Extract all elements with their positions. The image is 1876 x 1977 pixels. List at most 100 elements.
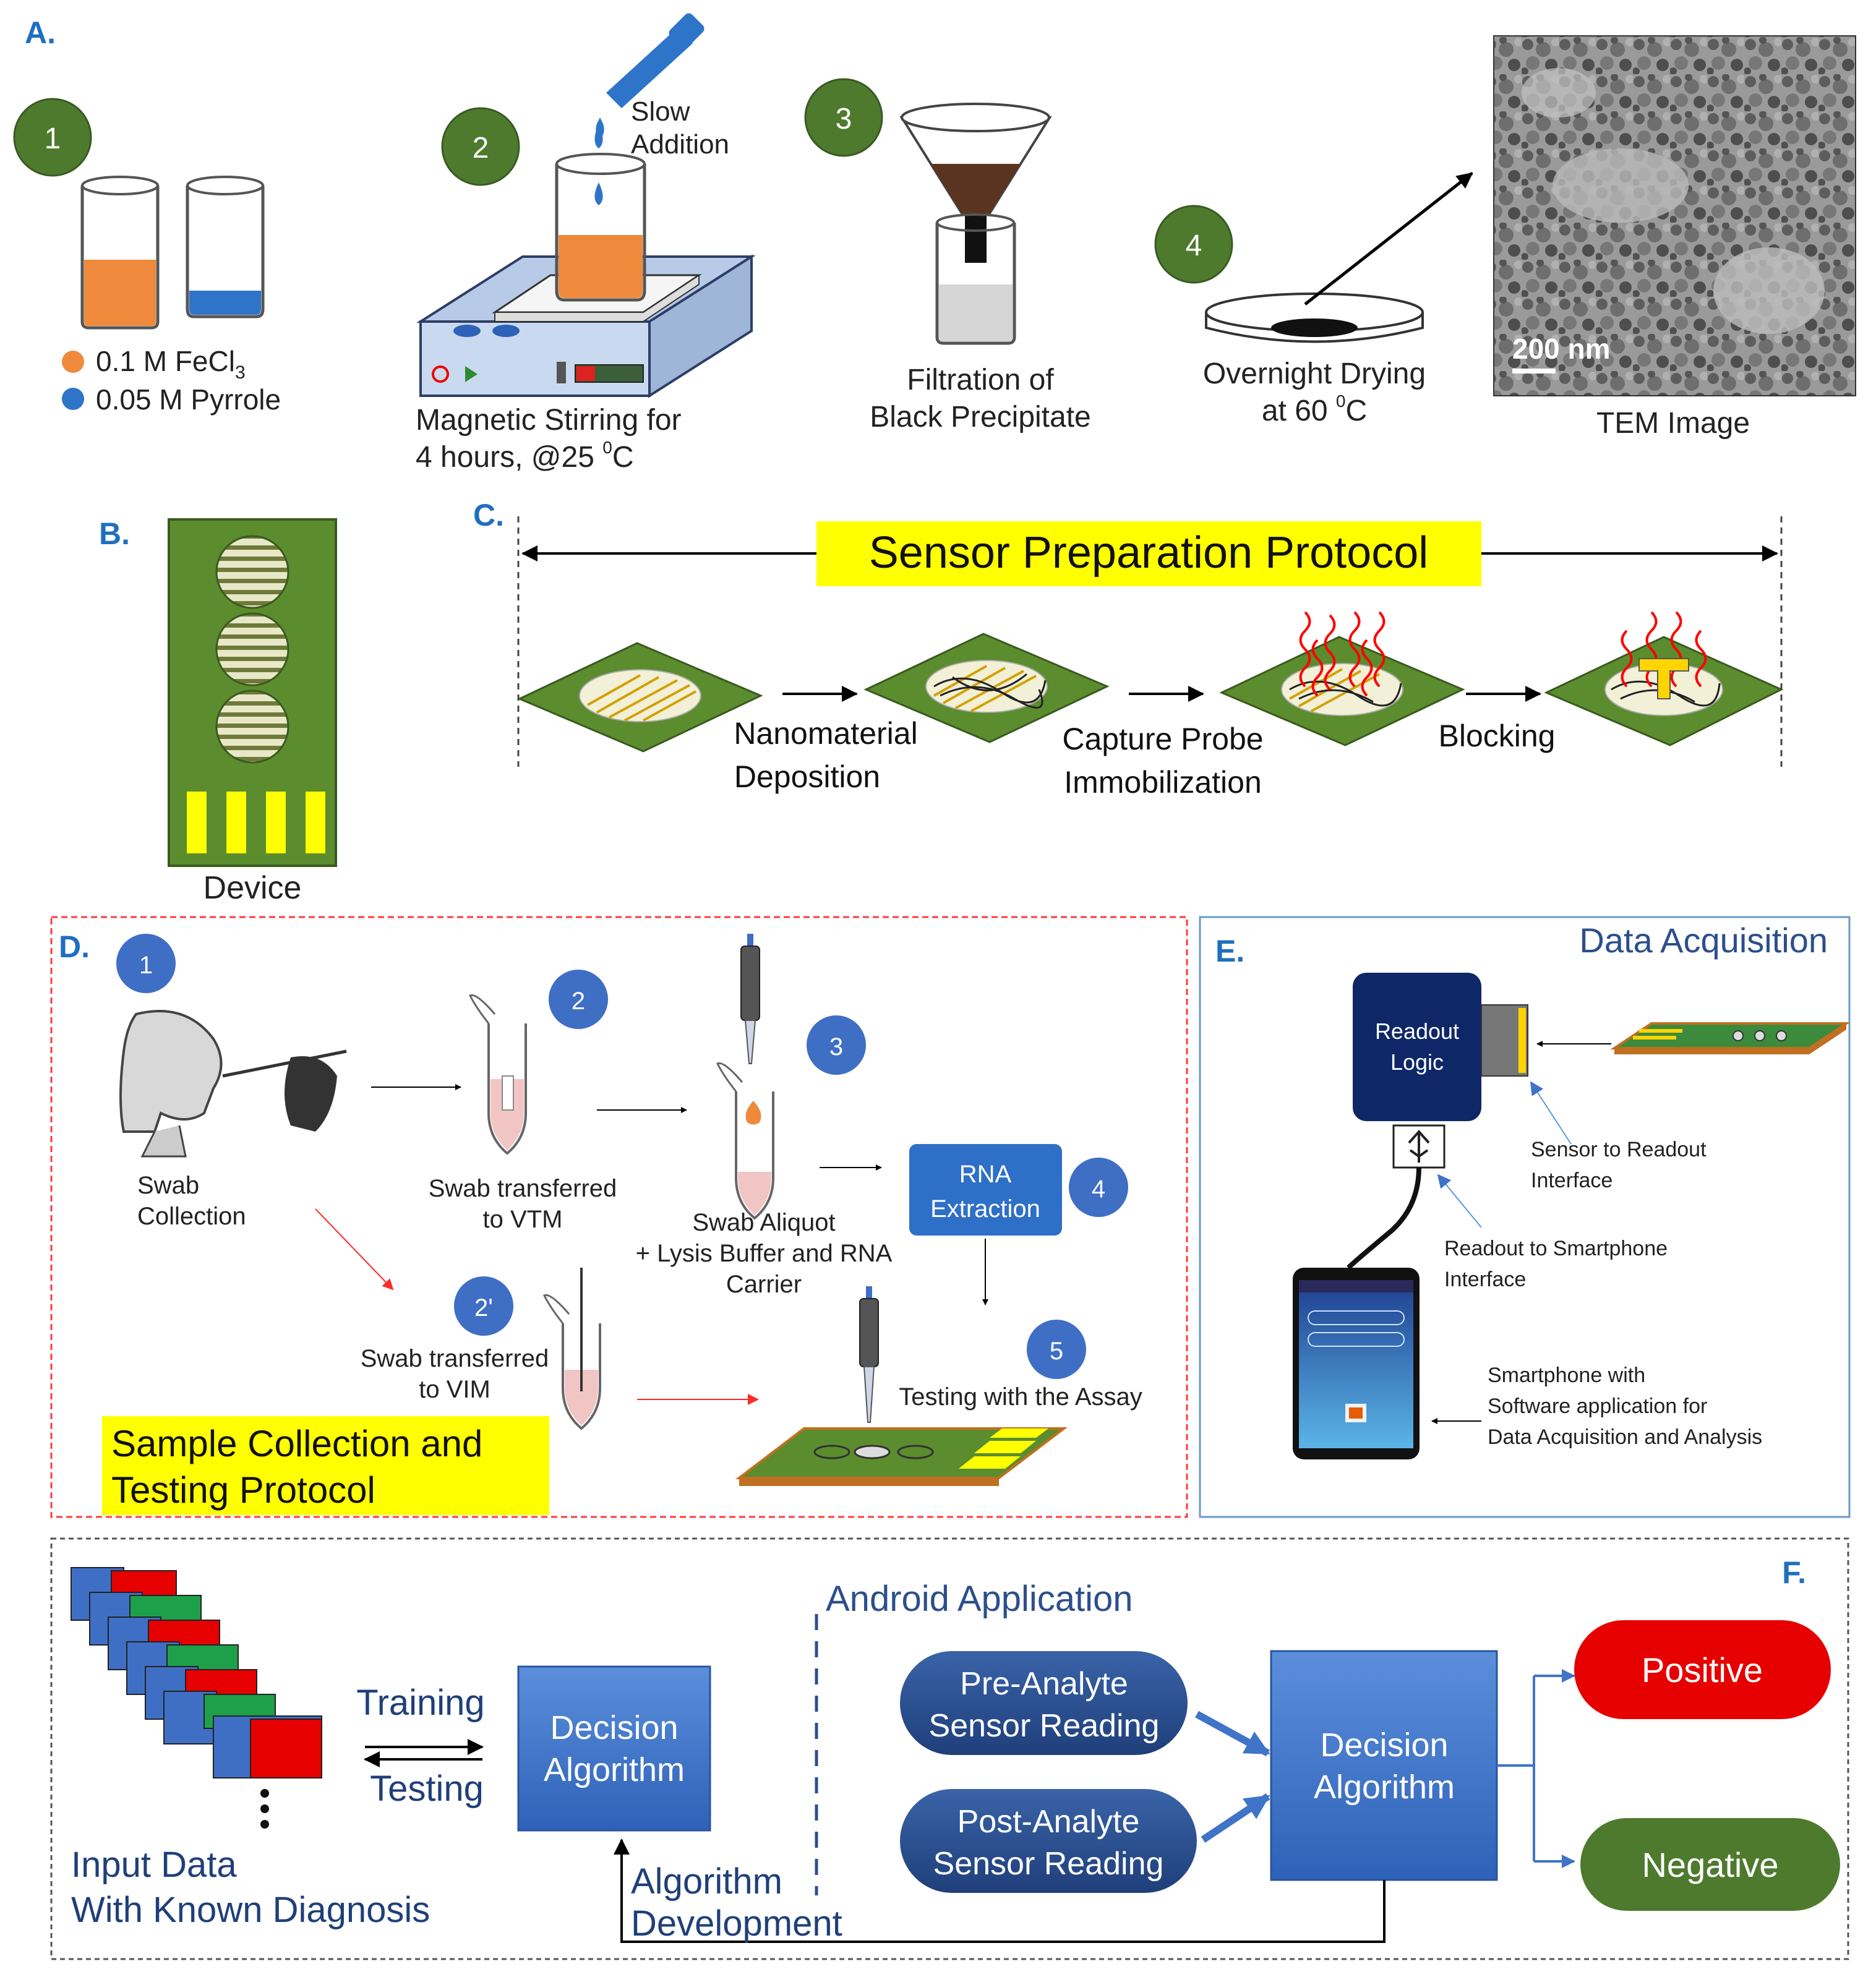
c-step1-label-2: Deposition — [734, 759, 880, 794]
pyrrole-legend-dot — [62, 388, 84, 410]
legend-fecl3: 0.1 M FeCl3 — [96, 345, 246, 383]
pre-analyte-label-1: Pre-Analyte — [960, 1666, 1128, 1702]
c-step2-label-1: Capture Probe — [1062, 722, 1263, 756]
input-data-label-2: With Known Diagnosis — [71, 1890, 430, 1930]
d-title-1: Sample Collection and — [111, 1423, 482, 1464]
aliquot-tube — [716, 1062, 774, 1220]
phone-iface-label-1: Readout to Smartphone — [1444, 1237, 1668, 1260]
positive-pill — [1574, 1620, 1831, 1719]
test-sensor-board — [735, 1427, 1068, 1486]
d-testing-label: Testing with the Assay — [899, 1383, 1142, 1411]
svg-text:2': 2' — [474, 1294, 493, 1322]
drop-1 — [594, 124, 603, 148]
sensor-iface-label-1: Sensor to Readout — [1531, 1138, 1707, 1161]
post-analyte-label-1: Post-Analyte — [957, 1804, 1140, 1840]
drying-label-1: Overnight Drying — [1203, 357, 1426, 390]
svg-text:3: 3 — [829, 1033, 843, 1061]
panel-label-e: E. — [1215, 934, 1244, 968]
d-step2p-circle: 2' — [454, 1276, 513, 1336]
input-data-label-1: Input Data — [71, 1845, 237, 1885]
panel-label-f: F. — [1782, 1555, 1806, 1590]
beaker-fecl3 — [80, 176, 160, 330]
d-aliquot-label-2: + Lysis Buffer and RNA — [636, 1240, 893, 1267]
step-1-circle: 1 — [13, 98, 92, 177]
branch-lines — [1497, 1675, 1568, 1863]
step-4-circle: 4 — [1154, 205, 1233, 284]
decision-train-label-1: Decision — [550, 1709, 678, 1746]
stir-plate — [416, 254, 756, 398]
rna-label-2: Extraction — [930, 1195, 1040, 1223]
c-step2-label-2: Immobilization — [1064, 765, 1262, 800]
pre-analyte-pill — [900, 1651, 1188, 1755]
d-title-2: Testing Protocol — [111, 1469, 375, 1511]
d-swab-label-2: Collection — [137, 1203, 246, 1230]
e-phone-iface-arrow — [1437, 1174, 1482, 1228]
d-step1-circle: 1 — [116, 934, 176, 993]
d-step2-circle: 2 — [549, 970, 608, 1029]
post-analyte-pill — [900, 1789, 1197, 1893]
readout-label-1: Readout — [1375, 1018, 1459, 1044]
pipette-5-icon — [859, 1286, 879, 1423]
svg-text:4: 4 — [1092, 1176, 1105, 1203]
c-step3-label: Blocking — [1439, 719, 1556, 753]
phone-label-3: Data Acquisition and Analysis — [1488, 1425, 1762, 1449]
decision-algorithm-train — [517, 1665, 711, 1832]
connector-icon — [1481, 1004, 1528, 1077]
filter-funnel — [899, 103, 1052, 263]
usb-cable — [1347, 1167, 1421, 1270]
svg-text:4: 4 — [1186, 229, 1202, 262]
d-step5-circle: 5 — [1027, 1320, 1086, 1379]
negative-label: Negative — [1642, 1845, 1778, 1884]
stirring-label-1: Magnetic Stirring for — [416, 404, 682, 437]
feedback-arrow — [614, 1838, 1386, 1943]
svg-text:1: 1 — [139, 952, 153, 979]
readout-logic-box — [1353, 973, 1481, 1121]
readout-label-2: Logic — [1390, 1049, 1444, 1075]
sensor-nanomaterial — [863, 633, 1110, 743]
drop-2 — [594, 182, 603, 205]
algdev-label-2: Development — [631, 1903, 842, 1944]
d-red-arrow-1 — [315, 1208, 394, 1291]
device-illustration — [168, 518, 337, 867]
sensor-iface-label-2: Interface — [1531, 1169, 1613, 1192]
slow-addition-1: Slow — [631, 96, 690, 127]
scale-bar — [1512, 369, 1556, 374]
sensor-bare — [517, 642, 763, 753]
pre-analyte-label-2: Sensor Reading — [929, 1708, 1160, 1744]
phone-label-2: Software application for — [1488, 1394, 1707, 1418]
d-vtm-label-1: Swab transferred — [429, 1175, 617, 1202]
rna-extraction-box — [909, 1144, 1062, 1236]
decision-app-label-1: Decision — [1320, 1727, 1448, 1764]
e-sensor-iface-arrow — [1530, 1081, 1572, 1145]
filtration-label-2: Black Precipitate — [870, 401, 1091, 433]
filtration-label-1: Filtration of — [907, 364, 1054, 396]
beaker-stirring — [555, 153, 646, 302]
d-vim-label-1: Swab transferred — [361, 1345, 549, 1372]
device-caption: Device — [203, 870, 302, 906]
svg-text:1: 1 — [45, 122, 61, 155]
c-title: Sensor Preparation Protocol — [869, 528, 1429, 578]
positive-label: Positive — [1642, 1650, 1763, 1689]
sensor-capture-probe — [1219, 611, 1465, 746]
post-to-decision-arrow — [1201, 1793, 1270, 1843]
tem-arrow — [1304, 172, 1473, 305]
panel-label-c: C. — [473, 498, 504, 532]
drying-label-2: at 60 0C — [1262, 391, 1367, 427]
fecl3-legend-dot — [62, 351, 84, 373]
legend-pyrrole: 0.05 M Pyrrole — [96, 383, 281, 416]
svg-text:3: 3 — [836, 103, 852, 135]
usb-port-icon — [1392, 1124, 1446, 1169]
petri-dish — [1205, 292, 1424, 343]
d-step3-circle: 3 — [807, 1015, 866, 1075]
sensor-strip-e — [1610, 1022, 1851, 1054]
scale-bar-label: 200 nm — [1512, 333, 1611, 365]
tem-caption: TEM Image — [1596, 407, 1750, 440]
post-analyte-label-2: Sensor Reading — [933, 1846, 1164, 1882]
d-title-box — [102, 1416, 549, 1515]
android-title: Android Application — [826, 1579, 1133, 1619]
c-title-box — [816, 521, 1481, 586]
decision-train-label-2: Algorithm — [544, 1751, 685, 1788]
algdev-label-1: Algorithm — [631, 1861, 782, 1902]
d-vim-label-2: to VIM — [419, 1376, 490, 1403]
